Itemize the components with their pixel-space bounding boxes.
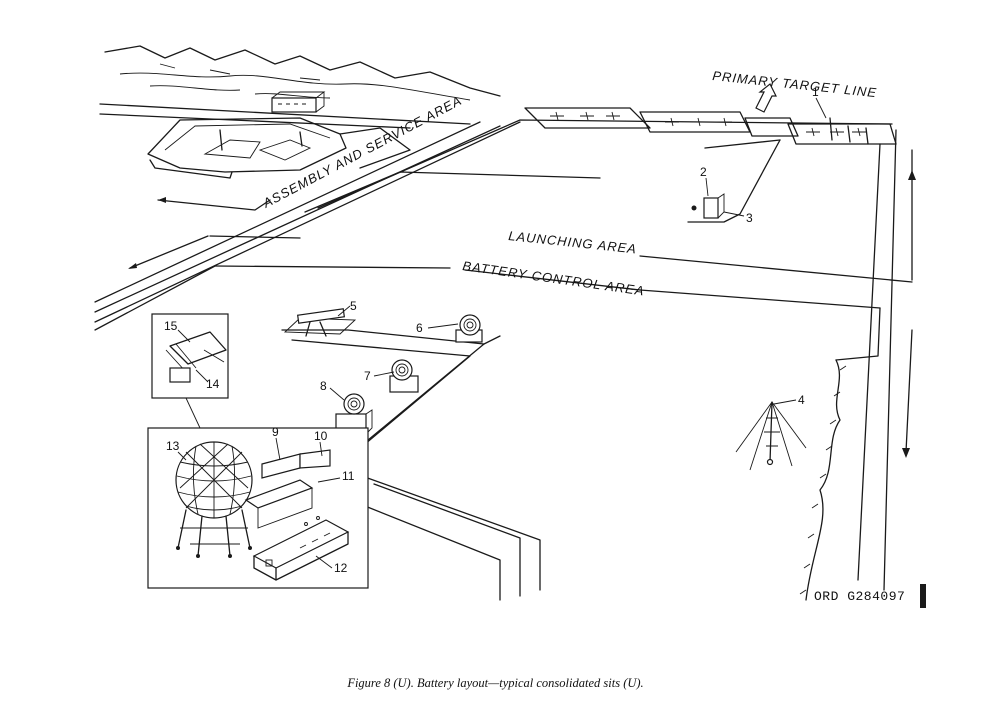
battery-control-area-label: BATTERY CONTROL AREA bbox=[462, 258, 646, 298]
callout-10: 10 bbox=[314, 429, 328, 443]
launcher-sections bbox=[524, 107, 897, 145]
antenna-mast bbox=[735, 401, 807, 471]
callout-6: 6 bbox=[416, 321, 423, 335]
radome bbox=[175, 441, 253, 558]
callout-14: 14 bbox=[206, 377, 220, 391]
antenna-inset-box bbox=[151, 313, 229, 399]
callout-leaders bbox=[177, 97, 827, 569]
upper-road bbox=[99, 103, 471, 129]
launching-area-label: LAUNCHING AREA bbox=[508, 228, 638, 256]
right-service-roads bbox=[857, 129, 916, 591]
callout-5: 5 bbox=[350, 299, 357, 313]
callout-9: 9 bbox=[272, 425, 279, 439]
radar-6 bbox=[455, 314, 483, 343]
callout-2: 2 bbox=[700, 165, 707, 179]
callout-3: 3 bbox=[746, 211, 753, 225]
callout-8: 8 bbox=[320, 379, 327, 393]
battery-control-boundary bbox=[94, 265, 881, 601]
document-code-bar bbox=[920, 584, 926, 608]
callout-1: 1 bbox=[812, 85, 819, 99]
assembly-service-area bbox=[147, 117, 411, 211]
inset-leader-line bbox=[185, 397, 201, 429]
callout-12: 12 bbox=[334, 561, 348, 575]
optical-tracker bbox=[283, 308, 357, 337]
primary-target-line-label: PRIMARY TARGET LINE bbox=[712, 68, 878, 100]
launching-area-boundary bbox=[128, 235, 913, 309]
callout-7: 7 bbox=[364, 369, 371, 383]
distant-building bbox=[271, 91, 326, 113]
callout-13: 13 bbox=[166, 439, 180, 453]
control-buildings bbox=[244, 449, 350, 581]
main-access-roads bbox=[94, 119, 893, 323]
mountain-range bbox=[104, 45, 501, 101]
callout-11: 11 bbox=[342, 469, 355, 483]
target-arrow-icon bbox=[755, 83, 777, 113]
callout-15: 15 bbox=[164, 319, 178, 333]
document-code: ORD G284097 bbox=[814, 589, 905, 604]
callout-4: 4 bbox=[798, 393, 805, 407]
launcher-control-stand bbox=[687, 139, 781, 223]
figure-caption: Figure 8 (U). Battery layout—typical con… bbox=[347, 676, 644, 690]
radar-7 bbox=[389, 359, 419, 393]
control-access-road bbox=[281, 329, 541, 601]
